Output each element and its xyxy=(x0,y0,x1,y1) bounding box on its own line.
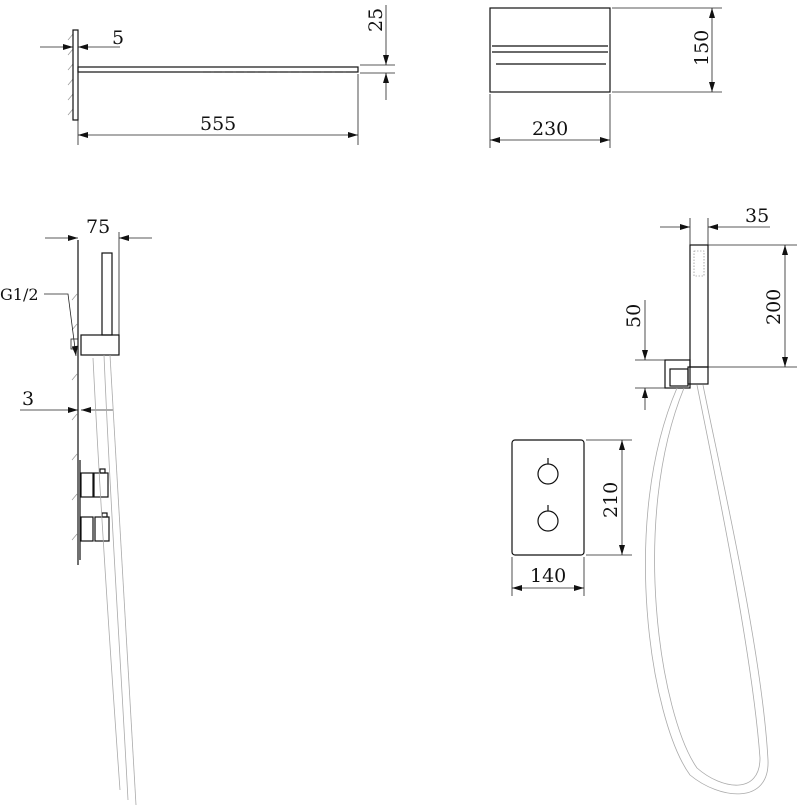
dim-handshower-projection: 75 xyxy=(86,216,110,238)
knob-bottom xyxy=(537,510,559,532)
handshower-front xyxy=(689,244,709,368)
label-inlet-thread: G1/2 xyxy=(0,285,39,304)
spout-body xyxy=(489,7,611,93)
dim-arm-length: 555 xyxy=(200,113,236,135)
wall-bracket xyxy=(80,334,120,356)
hose-loop xyxy=(645,384,769,795)
valve-plate-side-2 xyxy=(80,516,94,542)
dim-valve-plate-width: 140 xyxy=(530,565,566,587)
dim-valve-plate-height: 210 xyxy=(600,482,622,518)
handshower xyxy=(101,252,113,336)
dim-bracket-height: 50 xyxy=(623,304,645,328)
shower-arm xyxy=(77,66,359,73)
hose xyxy=(103,354,129,801)
spray-nozzles xyxy=(693,250,705,277)
dim-handshower-length: 200 xyxy=(763,289,785,325)
dim-plate-thickness: 3 xyxy=(22,388,34,410)
dim-spout-height: 150 xyxy=(691,30,713,66)
handshower-side-view: 75 G1/2 3 xyxy=(0,216,152,806)
knob-top xyxy=(537,463,559,485)
dim-spout-width: 230 xyxy=(532,118,568,140)
valve-plate xyxy=(511,439,585,556)
wall-plate xyxy=(72,29,79,121)
spout-outlet xyxy=(492,45,608,65)
bracket-front xyxy=(664,359,691,389)
spout-front-view: 150 230 xyxy=(489,7,722,148)
handshower-front-view: 35 200 50 xyxy=(623,205,797,795)
dim-arm-thickness: 25 xyxy=(365,8,387,32)
dim-handshower-width: 35 xyxy=(745,205,769,227)
valve-plate-front-view: 210 140 xyxy=(511,439,632,596)
wall-hatch xyxy=(67,33,74,116)
dim-arm-wall-gap: 5 xyxy=(112,27,124,49)
arm-side-view: 5 555 25 xyxy=(40,5,395,145)
valve-plate-side xyxy=(80,472,94,498)
valve-knob-1 xyxy=(93,472,109,498)
